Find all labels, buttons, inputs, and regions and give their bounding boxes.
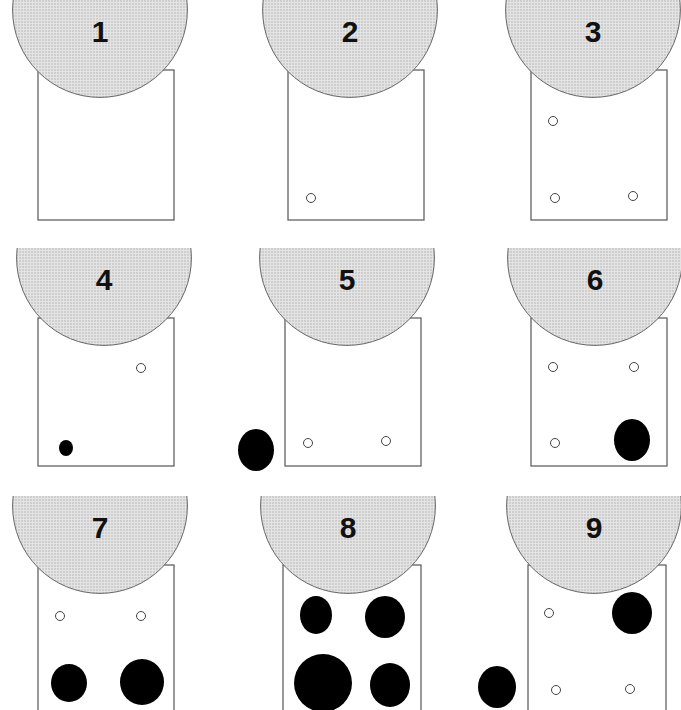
cap-outline [16, 248, 192, 347]
filled-dot [300, 596, 332, 634]
cap-circle: 1 [12, 0, 188, 99]
open-dot [137, 612, 146, 621]
open-dot [630, 363, 639, 372]
filled-dot [238, 429, 274, 471]
open-dot [551, 439, 560, 448]
filled-dot [51, 664, 87, 702]
stippled-cap [17, 248, 192, 345]
stippled-cap [13, 496, 188, 593]
number-holder: 7 [12, 513, 188, 543]
open-dot [545, 609, 554, 618]
open-dot [307, 194, 316, 203]
open-dot [629, 192, 638, 201]
stippled-cap [508, 248, 681, 345]
stippled-cap [263, 0, 438, 97]
open-dot [56, 612, 65, 621]
number-holder: 9 [506, 513, 681, 543]
open-dot [551, 194, 560, 203]
cap-outline [262, 0, 438, 99]
panel-number: 9 [586, 513, 603, 543]
number-holder: 8 [260, 513, 436, 543]
number-holder: 5 [259, 265, 435, 295]
filled-dot [370, 663, 410, 707]
cap-outline [12, 0, 188, 99]
filled-dot [59, 440, 73, 456]
panel-number: 8 [340, 513, 357, 543]
panel-number: 7 [92, 513, 109, 543]
cap-outline [505, 0, 681, 99]
cap-outline [12, 496, 188, 595]
panel-number: 5 [339, 265, 356, 295]
number-holder: 6 [507, 265, 681, 295]
cap-outline [506, 496, 681, 595]
cap-outline [507, 248, 681, 347]
filled-dot [478, 666, 516, 708]
panel-number: 1 [92, 17, 109, 47]
cap-outline [260, 496, 436, 595]
cap-circle: 9 [506, 496, 681, 595]
cap-circle: 2 [262, 0, 438, 99]
panel-number: 2 [342, 17, 359, 47]
filled-dot [120, 659, 164, 705]
open-dot [552, 686, 561, 695]
number-holder: 4 [16, 265, 192, 295]
cap-outline [259, 248, 435, 347]
open-dot [382, 437, 391, 446]
open-dot [304, 439, 313, 448]
open-dot [549, 117, 558, 126]
filled-dot [294, 654, 352, 710]
stippled-cap [260, 248, 435, 345]
filled-dot [612, 592, 652, 634]
stippled-cap [506, 0, 681, 97]
cap-circle: 8 [260, 496, 436, 595]
panel-number: 4 [96, 265, 113, 295]
cap-circle: 6 [507, 248, 681, 347]
panel-number: 3 [585, 17, 602, 47]
open-dot [626, 685, 635, 694]
panel-number: 6 [587, 265, 604, 295]
filled-dot [365, 596, 405, 638]
number-holder: 1 [12, 17, 188, 47]
open-dot [137, 364, 146, 373]
filled-dot [614, 419, 650, 461]
open-dot [549, 363, 558, 372]
cap-circle: 5 [259, 248, 435, 347]
cap-circle: 7 [12, 496, 188, 595]
cap-circle: 4 [16, 248, 192, 347]
stippled-cap [13, 0, 188, 97]
number-holder: 3 [505, 17, 681, 47]
number-holder: 2 [262, 17, 438, 47]
cap-circle: 3 [505, 0, 681, 99]
stippled-cap [507, 496, 681, 593]
stippled-cap [261, 496, 436, 593]
